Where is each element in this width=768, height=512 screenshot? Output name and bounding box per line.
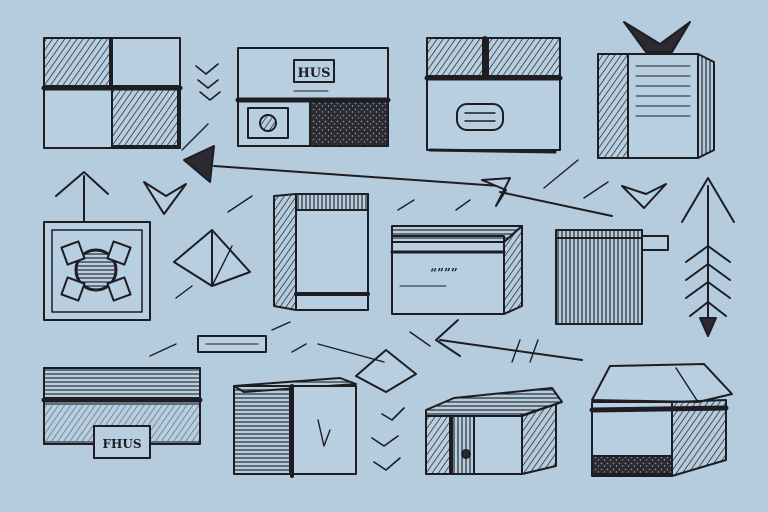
arrow-up-left: [55, 171, 109, 227]
quad-panel-box: [41, 37, 183, 149]
wide-flat-box: [41, 367, 203, 459]
small-label-bar: [197, 335, 267, 353]
chevron-down-left: [143, 181, 187, 215]
gear-emblem-box: [43, 221, 151, 321]
taped-cube-box: [233, 377, 357, 478]
long-arrow-left: [183, 145, 613, 217]
chevron-down-right: [621, 183, 667, 209]
chevrons-down-1: [195, 63, 221, 101]
slatted-box: [555, 229, 669, 325]
mid-box-label: “”””: [430, 266, 458, 280]
arrow-left-lower: [435, 319, 583, 361]
folded-box: [589, 363, 733, 477]
labeled-crate: [235, 47, 391, 147]
bottom-left-label: FHUS: [103, 437, 142, 451]
flat-box-label: [390, 225, 523, 315]
document-box: [597, 21, 715, 159]
chest-box: [425, 387, 563, 475]
arrow-up-feathered: [681, 177, 735, 337]
pyramid-shape: [173, 229, 251, 287]
upright-box: [273, 193, 370, 311]
stamped-box: [424, 36, 563, 154]
crate-label: HUS: [297, 66, 330, 81]
dash-marks-1: [181, 123, 609, 213]
diamond-tag: [317, 343, 417, 393]
chevrons-down-2: [371, 407, 405, 471]
